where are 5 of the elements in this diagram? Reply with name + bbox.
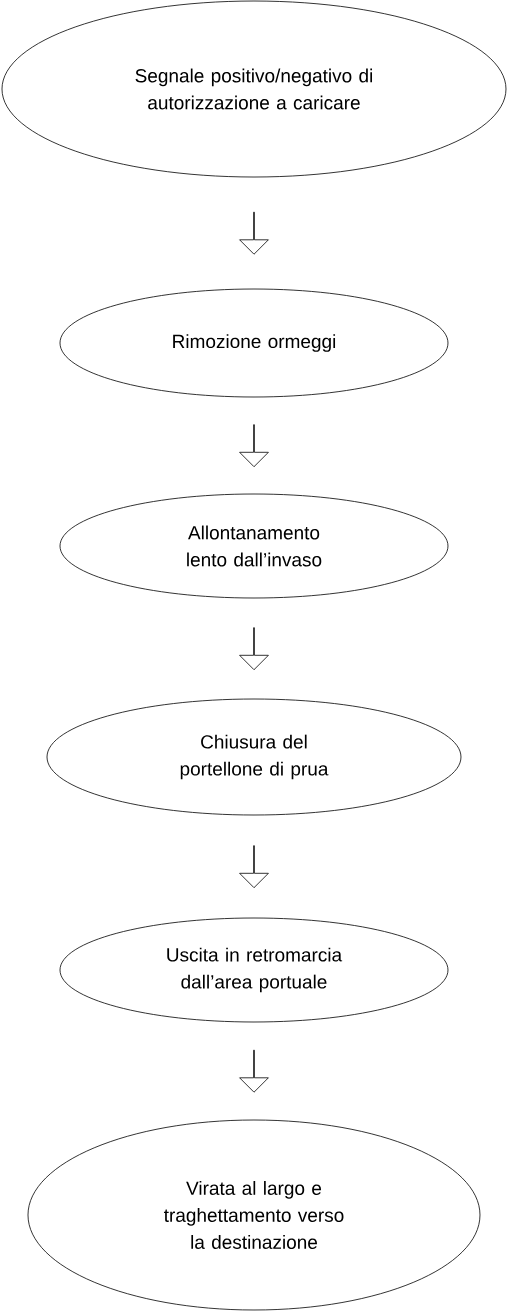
block-arrow xyxy=(239,1049,269,1093)
block-arrow xyxy=(239,424,269,468)
block-arrow xyxy=(239,627,269,671)
block-arrow xyxy=(239,211,269,255)
block-arrow xyxy=(239,845,269,889)
